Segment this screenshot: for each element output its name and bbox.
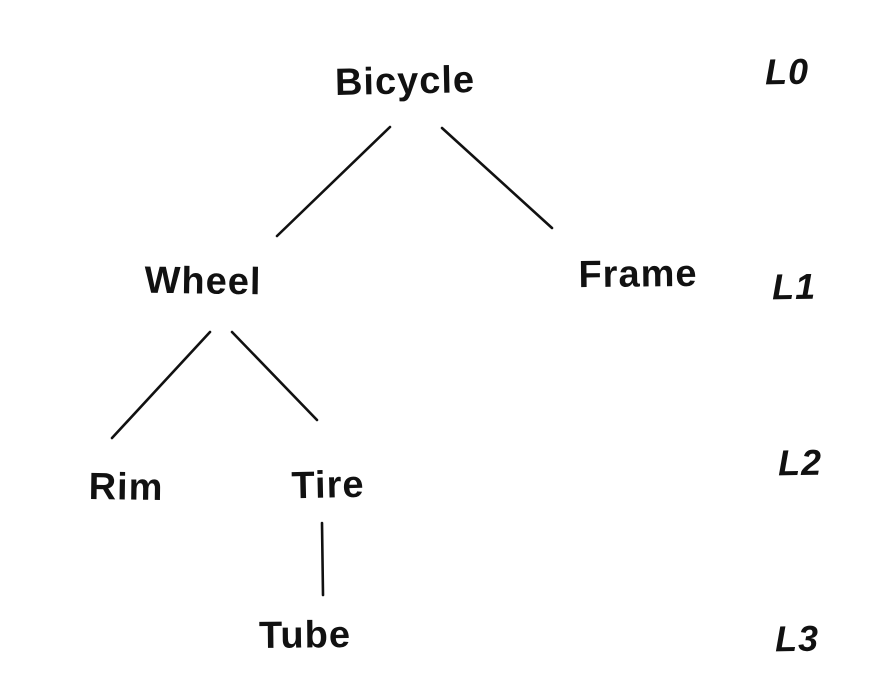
- edge-bicycle-frame: [440, 126, 554, 230]
- edge-bicycle-wheel: [275, 125, 392, 238]
- node-frame: Frame: [578, 252, 698, 297]
- edge-wheel-tire: [230, 330, 319, 422]
- level-label-l0: L0: [764, 50, 810, 93]
- level-label-l1: L1: [771, 265, 817, 308]
- node-wheel: Wheel: [144, 259, 262, 304]
- edge-tire-tube: [320, 521, 325, 597]
- level-label-l2: L2: [777, 441, 823, 484]
- node-tire: Tire: [291, 463, 365, 508]
- node-bicycle: Bicycle: [334, 59, 476, 104]
- node-rim: Rim: [88, 465, 164, 510]
- level-label-l3: L3: [774, 617, 820, 660]
- node-tube: Tube: [258, 614, 352, 657]
- edge-wheel-rim: [110, 330, 212, 440]
